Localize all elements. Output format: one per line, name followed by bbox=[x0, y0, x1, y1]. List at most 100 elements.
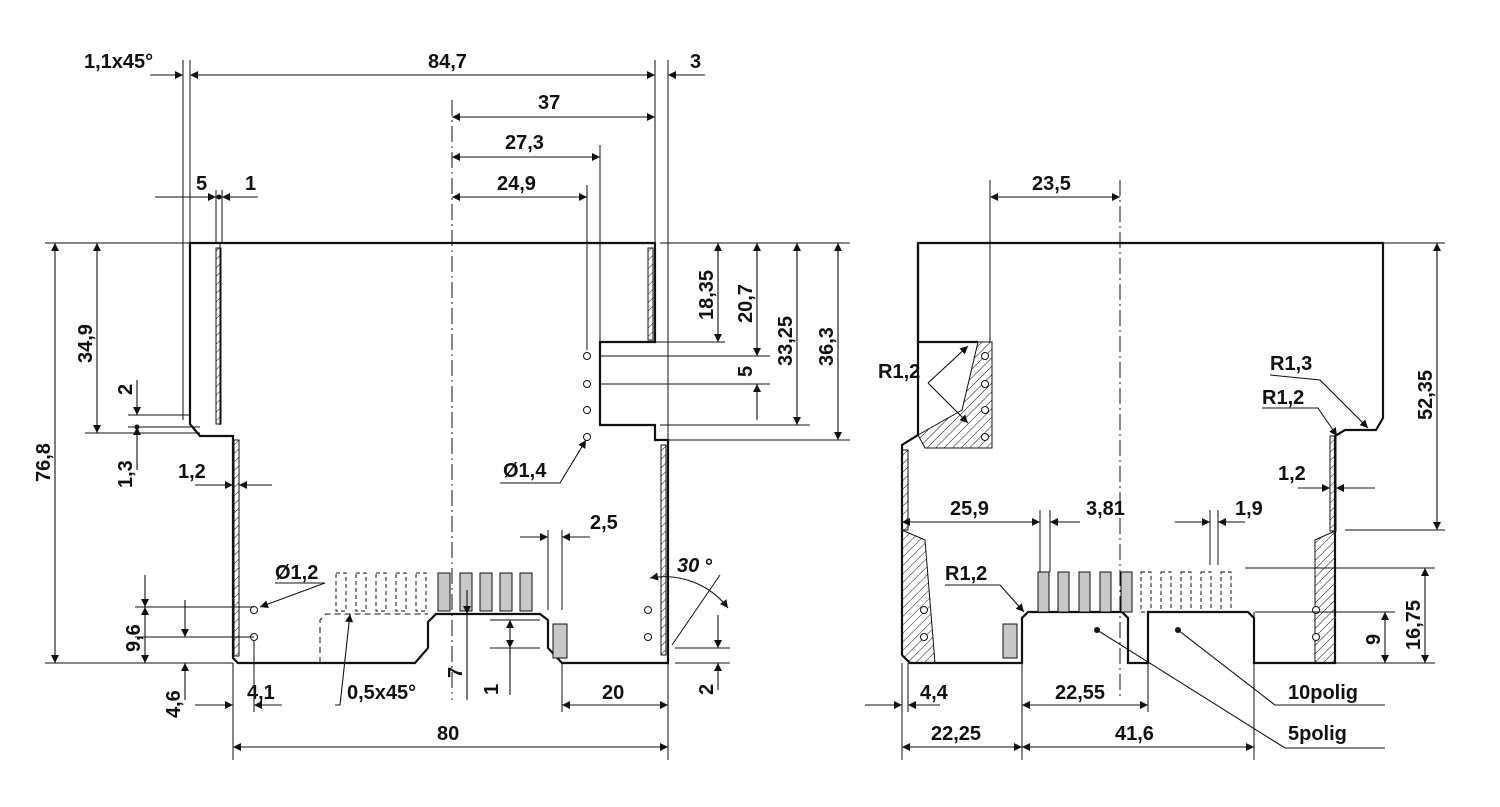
dim-2-left: 2 bbox=[115, 384, 137, 395]
right-right-wall-hatch bbox=[1329, 435, 1337, 532]
dim-18-35: 18,35 bbox=[696, 270, 718, 320]
dim-overall-width: 84,7 bbox=[428, 51, 467, 73]
right-view: 23,5 R1,2 R1,3 R1,2 1,2 25,9 3,81 1,9 R1… bbox=[865, 173, 1445, 760]
dim-r1-3: R1,3 bbox=[1270, 353, 1312, 375]
right-left-wall-hatch bbox=[901, 449, 909, 531]
dim-chamfer-bottom: 0,5x45° bbox=[347, 682, 416, 704]
hole bbox=[583, 406, 591, 414]
left-view: 1,1x45° 84,7 3 37 27,3 24,9 5 1 1,2 Ø1,4… bbox=[33, 51, 850, 760]
hole bbox=[920, 606, 928, 614]
dim-wall-1: 1 bbox=[245, 173, 256, 195]
label-10polig: 10polig bbox=[1288, 682, 1358, 704]
right-lower-wall-hatch bbox=[660, 444, 667, 656]
dim-16-75: 16,75 bbox=[1403, 600, 1425, 650]
left-extension-lines bbox=[45, 60, 850, 760]
dim-1-9: 1,9 bbox=[1235, 498, 1263, 520]
ghost-pin bbox=[1200, 571, 1212, 613]
pin bbox=[499, 572, 513, 612]
dim-4-4: 4,4 bbox=[920, 682, 949, 704]
ghost-pin bbox=[375, 572, 387, 612]
right-dimension-lines bbox=[865, 193, 1441, 751]
dim-wall-5: 5 bbox=[196, 173, 207, 195]
hole bbox=[981, 352, 989, 360]
dim-r1-2-lower: R1,2 bbox=[945, 563, 987, 585]
dim-3-81: 3,81 bbox=[1086, 498, 1125, 520]
pin bbox=[479, 572, 493, 612]
latch-pin bbox=[1002, 623, 1018, 659]
hole bbox=[1312, 633, 1320, 641]
left-dashed-contour bbox=[319, 613, 428, 663]
dim-9: 9 bbox=[1363, 634, 1385, 645]
dim-hole-dia-right: Ø1,4 bbox=[503, 460, 547, 482]
right-pin-row bbox=[1002, 571, 1232, 659]
dim-right-offset: 3 bbox=[690, 51, 701, 73]
pin bbox=[459, 572, 473, 612]
right-notch bbox=[916, 243, 978, 344]
dim-22-25: 22,25 bbox=[931, 723, 981, 745]
dim-23-5: 23,5 bbox=[1032, 173, 1071, 195]
dim-20: 20 bbox=[602, 682, 624, 704]
pin-row bbox=[335, 572, 568, 659]
ghost-pin bbox=[355, 572, 367, 612]
hole bbox=[583, 433, 591, 441]
hole bbox=[981, 433, 989, 441]
dim-22-55: 22,55 bbox=[1055, 682, 1105, 704]
right-lower-left-hatch bbox=[901, 529, 936, 664]
hole bbox=[981, 380, 989, 388]
hole bbox=[920, 633, 928, 641]
left-housing-outline bbox=[188, 241, 670, 665]
pin bbox=[1037, 571, 1050, 613]
dim-1-vertical: 1 bbox=[481, 684, 503, 695]
hole bbox=[644, 606, 652, 614]
dim-41-6: 41,6 bbox=[1115, 723, 1154, 745]
dim-r1-2-right: R1,2 bbox=[1262, 387, 1304, 409]
pin bbox=[437, 572, 451, 612]
ghost-pin bbox=[395, 572, 407, 612]
dim-24-9: 24,9 bbox=[497, 173, 536, 195]
dim-76-8: 76,8 bbox=[33, 443, 55, 482]
dim-7: 7 bbox=[445, 667, 467, 678]
ghost-pin bbox=[1180, 571, 1192, 613]
hole bbox=[644, 633, 652, 641]
dim-37: 37 bbox=[538, 92, 560, 114]
dim-1-3: 1,3 bbox=[115, 460, 137, 488]
hole bbox=[583, 380, 591, 388]
dim-4-1: 4,1 bbox=[247, 682, 275, 704]
dim-hole-dia-left: Ø1,2 bbox=[275, 562, 318, 584]
dim-1-2-left: 1,2 bbox=[178, 461, 206, 483]
hole bbox=[583, 352, 591, 360]
dim-52-35: 52,35 bbox=[1415, 370, 1437, 420]
hole bbox=[250, 606, 258, 614]
pin bbox=[1078, 571, 1091, 613]
right-extension-lines bbox=[901, 180, 1445, 760]
dim-r1-2-upper: R1,2 bbox=[878, 361, 920, 383]
dim-33-25: 33,25 bbox=[775, 316, 797, 366]
left-lower-wall-hatch bbox=[233, 439, 240, 657]
dim-9-6: 9,6 bbox=[123, 624, 145, 652]
ghost-pin bbox=[1140, 571, 1152, 613]
left-wall-hatch bbox=[215, 247, 222, 425]
label-5polig: 5polig bbox=[1288, 723, 1347, 745]
dim-chamfer-top: 1,1x45° bbox=[84, 51, 153, 73]
degree-symbol: ° bbox=[705, 556, 713, 578]
dim-5-vertical: 5 bbox=[735, 366, 757, 377]
dim-2-right: 2 bbox=[696, 684, 718, 695]
dim-dot bbox=[134, 424, 140, 430]
dim-80: 80 bbox=[437, 723, 459, 745]
pin bbox=[1099, 571, 1112, 613]
dim-4-6: 4,6 bbox=[163, 690, 185, 718]
pin bbox=[1057, 571, 1070, 613]
dim-27-3: 27,3 bbox=[505, 132, 544, 154]
dim-36-3: 36,3 bbox=[816, 327, 838, 366]
dim-34-9: 34,9 bbox=[75, 324, 97, 363]
dim-dot bbox=[216, 194, 222, 200]
right-upper-wall-hatch bbox=[647, 247, 654, 341]
dim-pitch-2-5: 2,5 bbox=[590, 512, 618, 534]
dim-1-2-right: 1,2 bbox=[1278, 463, 1306, 485]
dim-25-9: 25,9 bbox=[950, 498, 989, 520]
ghost-pin bbox=[335, 572, 347, 612]
pin bbox=[519, 572, 533, 612]
right-housing-outline bbox=[900, 241, 1385, 665]
left-dimension-lines bbox=[51, 71, 842, 751]
